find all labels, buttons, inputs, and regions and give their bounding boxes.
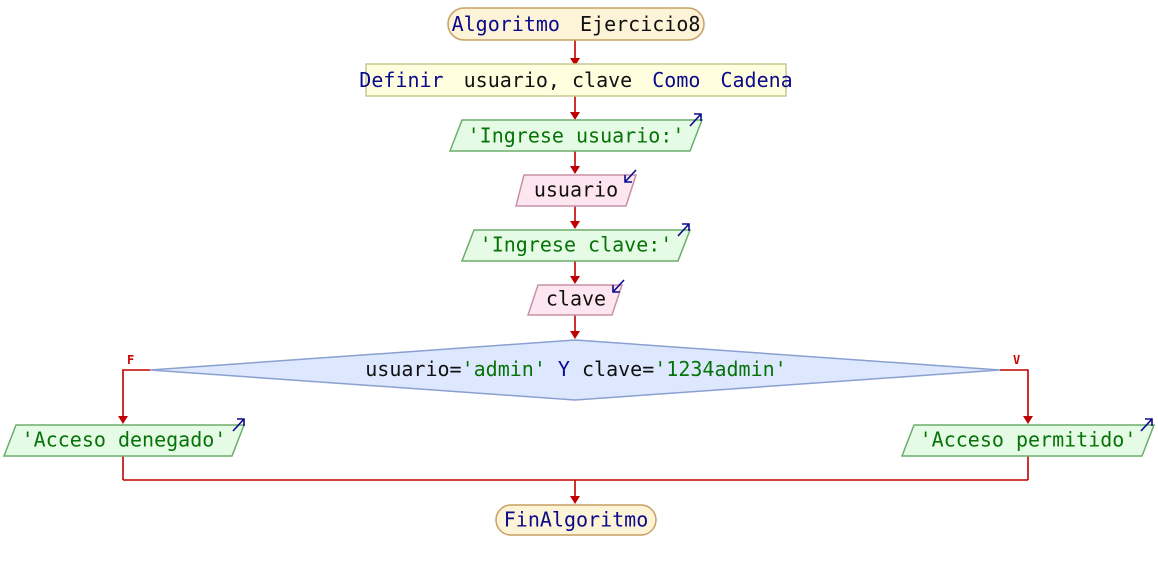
true-label: V <box>1013 353 1020 367</box>
define-como: Como <box>652 68 700 92</box>
decision-diamond: usuario='admin' Y clave='1234admin' F V <box>127 339 1020 401</box>
output-acceso-permitido-text: 'Acceso permitido' <box>920 428 1137 452</box>
decision-literal1: 'admin' <box>462 357 546 381</box>
output-arrow-icon <box>689 113 702 127</box>
output-arrow-icon <box>1140 418 1153 432</box>
output-ingrese-clave-text: 'Ingrese clave:' <box>480 233 673 257</box>
input-usuario: usuario <box>515 169 638 207</box>
start-keyword: Algoritmo <box>452 12 560 36</box>
input-arrow-icon <box>624 169 637 183</box>
define-vars: usuario, clave <box>464 68 633 92</box>
define-type: Cadena <box>720 68 792 92</box>
decision-operator: Y <box>546 357 582 381</box>
end-text: FinAlgoritmo <box>504 508 649 532</box>
output-arrow-icon <box>232 418 245 432</box>
input-arrow-icon <box>612 279 625 293</box>
input-usuario-text: usuario <box>534 178 618 202</box>
end-terminal: FinAlgoritmo <box>495 504 657 536</box>
output-acceso-permitido: 'Acceso permitido' <box>900 418 1156 457</box>
start-name: Ejercicio8 <box>580 12 700 36</box>
output-ingrese-usuario-text: 'Ingrese usuario:' <box>468 124 685 148</box>
input-clave: clave <box>526 279 625 316</box>
decision-literal2: '1234admin' <box>654 357 786 381</box>
output-acceso-denegado: 'Acceso denegado' <box>2 418 246 457</box>
decision-part2: clave= <box>582 357 654 381</box>
output-ingrese-usuario: 'Ingrese usuario:' <box>448 113 704 152</box>
output-ingrese-clave: 'Ingrese clave:' <box>460 223 692 262</box>
input-clave-text: clave <box>546 287 606 311</box>
svg-text:Definir usuario, clave: Definir usuario, clave Como Cadena <box>359 68 792 92</box>
svg-text:Algoritmo Ejercicio8: Algoritmo Ejercicio8 <box>452 12 701 36</box>
output-acceso-denegado-text: 'Acceso denegado' <box>22 428 227 452</box>
output-arrow-icon <box>677 223 690 237</box>
svg-text:usuario='admin' Y clave='1234a: usuario='admin' Y clave='1234admin' <box>365 357 786 381</box>
define-block: Definir usuario, clave Como Cadena <box>359 63 793 97</box>
start-terminal: Algoritmo Ejercicio8 <box>447 7 705 41</box>
connectors <box>118 40 1033 504</box>
define-keyword: Definir <box>359 68 443 92</box>
decision-part1: usuario= <box>365 357 461 381</box>
false-label: F <box>127 353 134 367</box>
